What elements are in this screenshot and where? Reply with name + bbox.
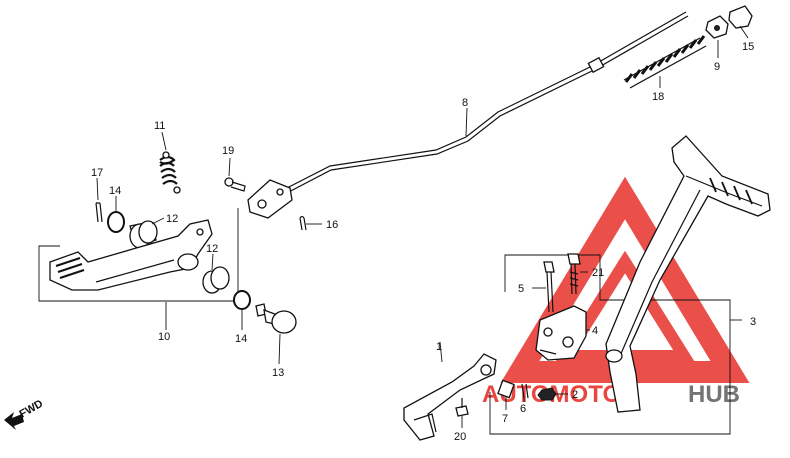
callout-19: 19 (222, 145, 234, 157)
stand-collar (497, 379, 515, 399)
stand-bracket (535, 305, 587, 361)
adjusting-nut (705, 5, 753, 39)
return-spring (159, 151, 181, 194)
callout-21: 21 (592, 267, 604, 279)
bushing-lower (202, 266, 230, 294)
callout-16: 16 (326, 219, 338, 231)
main-stand (605, 135, 771, 413)
callout-18: 18 (652, 91, 664, 103)
callout-2: 2 (572, 389, 578, 401)
brake-rod (282, 11, 689, 196)
bushing-upper (129, 220, 158, 249)
callout-6: 6 (520, 403, 526, 415)
washer-right (233, 290, 251, 310)
callout-5: 5 (518, 283, 524, 295)
brake-pedal (49, 219, 213, 291)
pivot-pin (95, 202, 103, 223)
callout-12-lower: 12 (206, 243, 218, 255)
stand-cotter-pin (521, 383, 529, 399)
callout-9: 9 (714, 61, 720, 73)
cotter-pin (299, 215, 307, 231)
side-stand (403, 353, 497, 441)
callout-3: 3 (750, 316, 756, 328)
callout-14-right: 14 (235, 333, 247, 345)
callout-7: 7 (502, 413, 508, 425)
callout-20: 20 (454, 431, 466, 443)
callout-14-left: 14 (109, 185, 121, 197)
forward-arrow-icon (4, 412, 24, 430)
watermark-hub: HUB (688, 381, 740, 408)
side-stand-bolt (455, 398, 469, 417)
brake-rod-spring (623, 35, 707, 89)
pivot-bolt (255, 303, 297, 334)
callout-15: 15 (742, 41, 754, 53)
frame-stand-group (489, 254, 731, 435)
joint-pin (224, 177, 246, 192)
callout-12-upper: 12 (166, 213, 178, 225)
callout-10: 10 (158, 331, 170, 343)
stand-nut (537, 387, 557, 401)
callout-11: 11 (154, 120, 165, 132)
stand-bolt-long (543, 261, 555, 313)
washer-left (107, 211, 125, 233)
callout-17: 17 (91, 167, 103, 179)
frame-brake-group (38, 208, 239, 302)
callout-13: 13 (272, 367, 284, 379)
callout-1: 1 (436, 341, 442, 353)
callout-4: 4 (592, 325, 598, 337)
callout-8: 8 (462, 97, 468, 109)
leader-lines (96, 25, 749, 428)
fwd-label: FWD (18, 398, 46, 421)
stand-bolt-short (567, 253, 581, 295)
rod-joint (247, 179, 293, 219)
